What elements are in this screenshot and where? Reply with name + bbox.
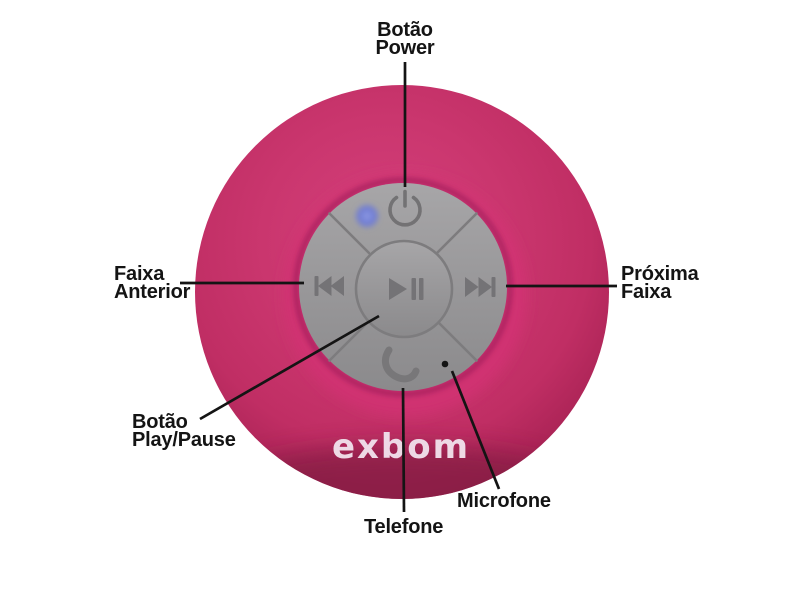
leader-lines xyxy=(180,62,617,513)
power-led xyxy=(354,203,380,229)
label-power: Botão Power xyxy=(330,19,480,59)
brand-logo: exbom xyxy=(332,427,470,467)
leader-line-play-pause xyxy=(199,314,380,421)
play-pause-icon xyxy=(389,278,424,300)
pad-quadrant-dividers xyxy=(328,212,478,362)
next-track-icon xyxy=(465,277,496,297)
label-phone: Telefone xyxy=(364,516,444,538)
power-icon xyxy=(388,189,422,227)
label-power-line2: Power xyxy=(375,36,435,59)
label-microphone: Microfone xyxy=(457,490,551,512)
previous-track-icon xyxy=(314,276,344,296)
label-play-pause-line1: Botão xyxy=(132,411,188,433)
label-phone-text: Telefone xyxy=(364,516,444,538)
microphone-hole xyxy=(441,360,449,368)
phone-icon xyxy=(381,346,420,383)
label-microphone-text: Microfone xyxy=(457,490,551,512)
label-previous-track-line1: Faixa xyxy=(114,263,165,285)
label-next-track: Próxima Faixa xyxy=(621,263,699,303)
label-power-line1: Botão xyxy=(377,19,433,41)
leader-line-microphone xyxy=(450,370,501,490)
label-play-pause: Botão Play/Pause xyxy=(132,411,236,451)
label-next-track-line2: Faixa xyxy=(621,280,672,303)
leader-line-phone xyxy=(401,387,406,513)
label-next-track-line1: Próxima xyxy=(621,263,699,285)
label-previous-track: Faixa Anterior xyxy=(114,263,191,303)
label-previous-track-line2: Anterior xyxy=(114,280,191,303)
label-play-pause-line2: Play/Pause xyxy=(132,428,236,451)
